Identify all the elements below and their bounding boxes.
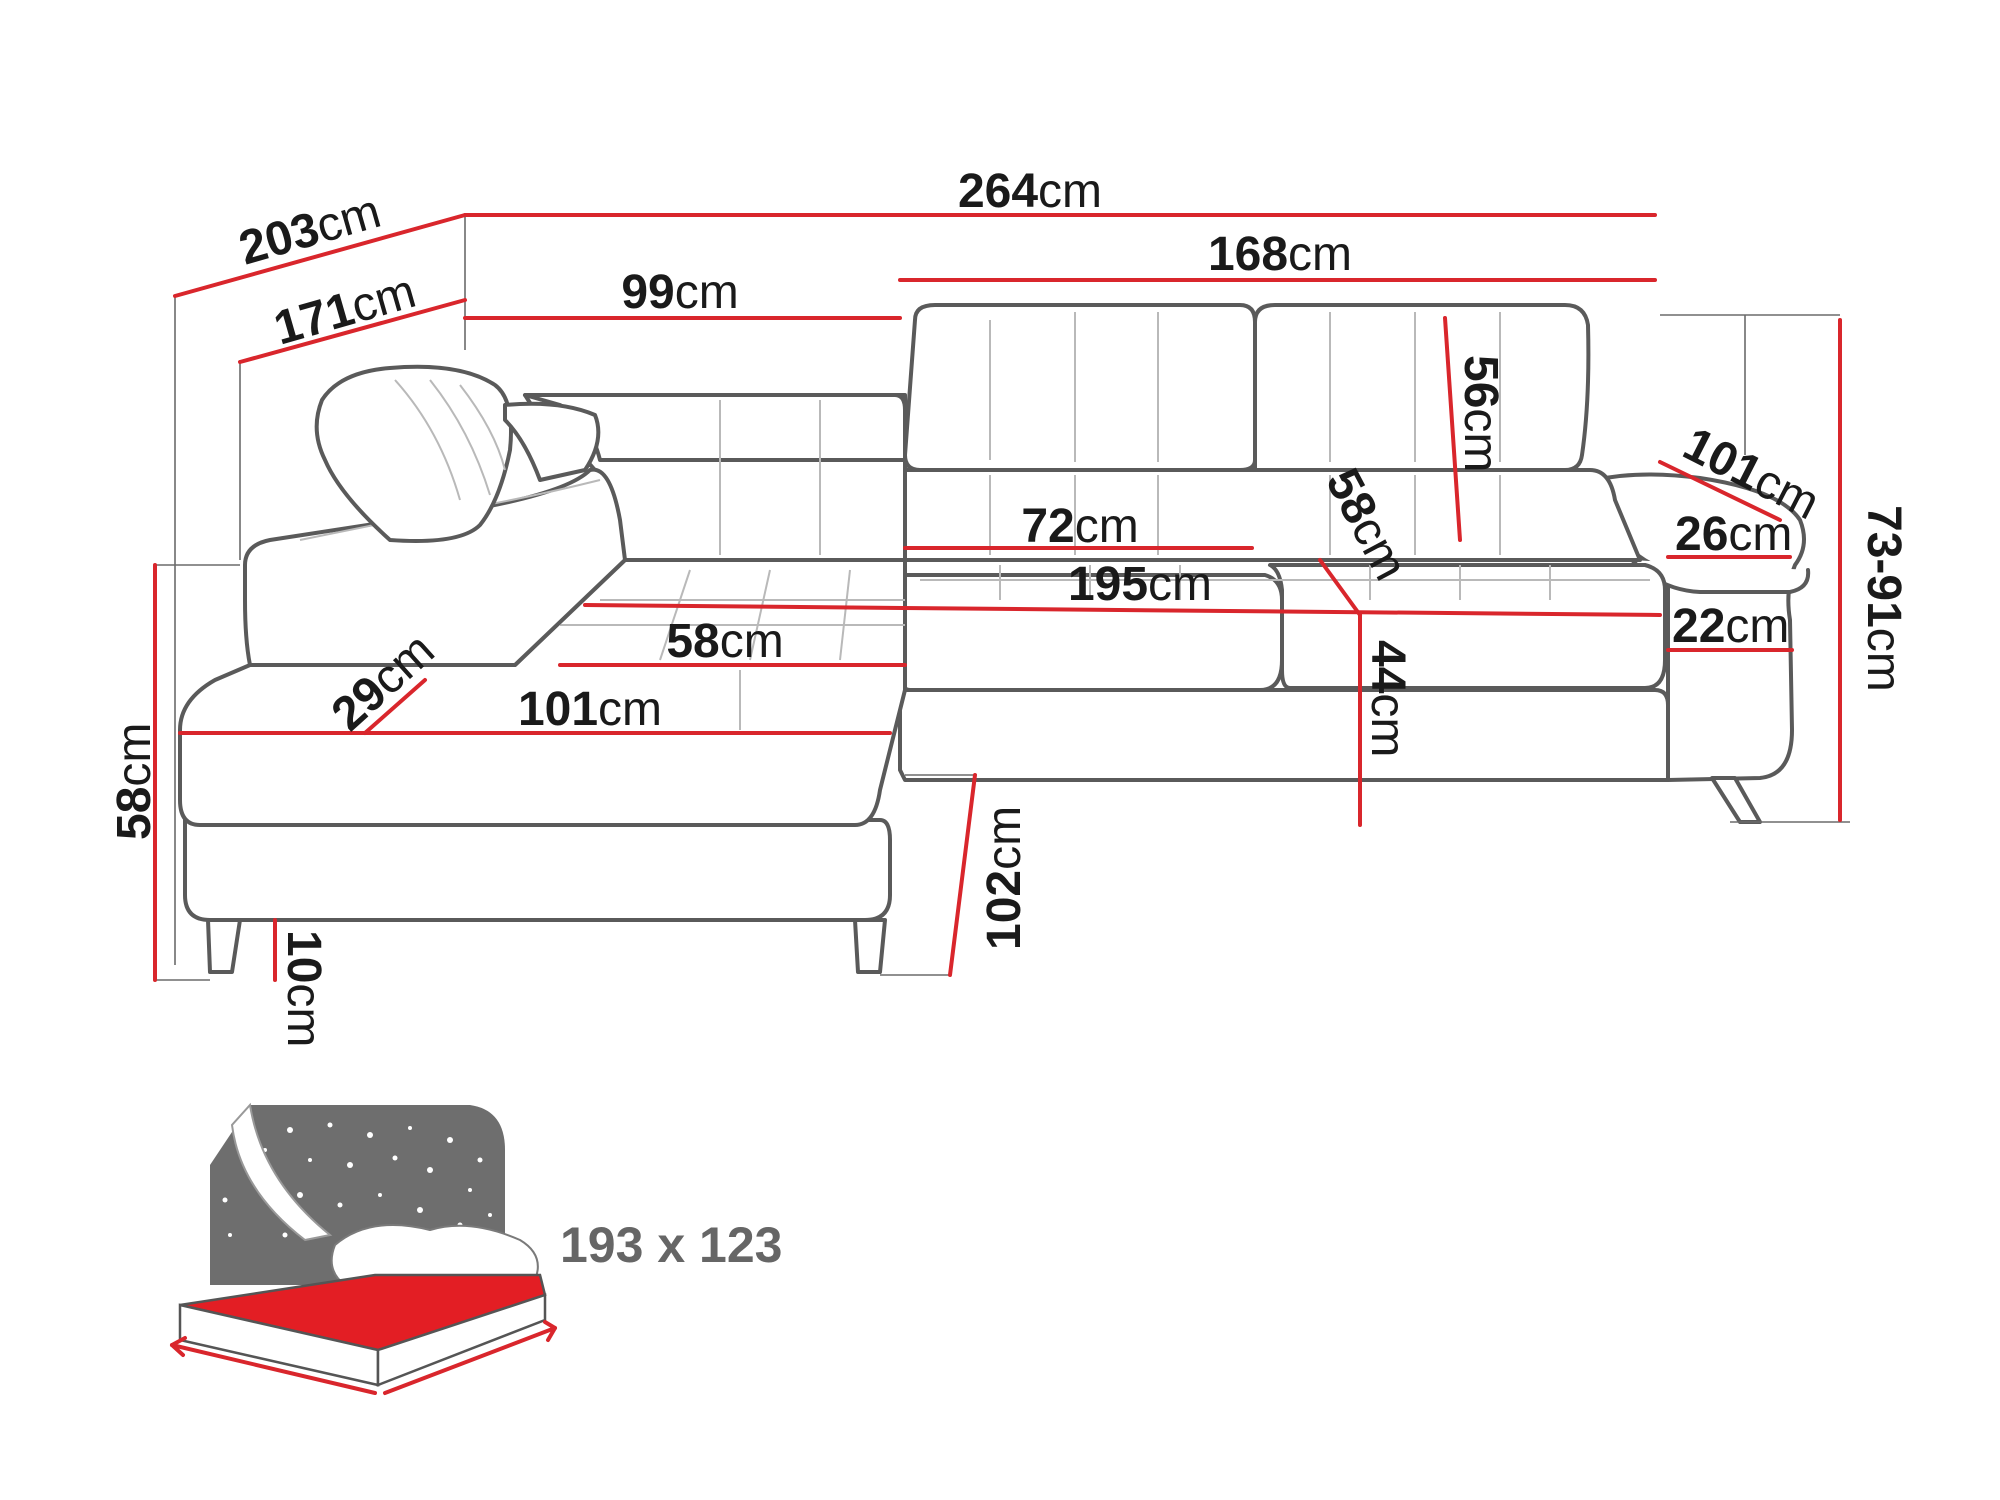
label-backrest-width: 72cm: [1021, 500, 1138, 553]
label-seat-height: 44cm: [1361, 640, 1414, 757]
bed-blanket-curve: [230, 1102, 333, 1242]
label-headrest-height: 56cm: [1454, 355, 1507, 472]
headrest-right-1: [903, 303, 1257, 472]
dim-line-headrest-height: [1443, 316, 1462, 542]
label-leg-height: 10cm: [277, 930, 330, 1047]
label-chaise-front: 102cm: [978, 806, 1031, 950]
chaise-seat: [178, 558, 907, 827]
label-chaise-inner: 58cm: [666, 615, 783, 668]
label-side-height: 58cm: [108, 723, 161, 840]
left-headrest: [314, 364, 513, 543]
sleeping-area-icon: 193 x 123: [170, 1102, 782, 1395]
dim-line-armrest-depth: [1658, 460, 1782, 522]
left-armrest: [243, 467, 627, 667]
dim-line-chaise-seat-depth: [238, 298, 467, 364]
left-headrest-2: [503, 401, 601, 482]
chaise-seat-seams: [560, 569, 905, 730]
leg-front-left: [206, 918, 242, 974]
dim-line-chaise-front: [948, 773, 977, 977]
bed-dim-arrow-width: [383, 1326, 557, 1395]
main-seat-cushion-right: [1268, 563, 1667, 690]
main-backrest-seams: [920, 312, 1650, 600]
dimension-lines: [153, 213, 1842, 982]
label-headrest-left: 99cm: [621, 266, 738, 319]
label-height-range: 73-91cm: [1857, 505, 1910, 692]
label-armrest-height: 22cm: [1672, 600, 1789, 653]
label-total-depth: 203cm: [233, 185, 386, 276]
dim-line-sleeping-length: [583, 603, 1662, 617]
bed-backdrop-left: [210, 1165, 240, 1285]
bed-size-label: 193 x 123: [560, 1217, 782, 1273]
bed-dim-arrow-depth: [170, 1343, 377, 1395]
dim-line-total-depth: [173, 213, 467, 298]
left-headrest-seams: [394, 379, 506, 501]
guide-lines: [155, 215, 1850, 981]
dim-line-seat-depth-diag: [1318, 558, 1362, 617]
chaise-base: [183, 818, 892, 922]
dim-line-chaise-arm: [363, 678, 427, 735]
headrest-right-2: [1253, 303, 1591, 472]
leg-right: [1710, 776, 1762, 824]
label-sleeping-length: 195cm: [1068, 558, 1212, 611]
label-headrest-right: 168cm: [1208, 228, 1352, 281]
label-total-length: 264cm: [958, 165, 1102, 218]
sofa-main-base: [898, 688, 1670, 782]
label-chaise-width: 101cm: [518, 683, 662, 736]
label-armrest-width: 26cm: [1675, 508, 1792, 561]
leg-front-middle: [853, 918, 887, 974]
bed-mattress-front: [376, 1293, 547, 1387]
label-chaise-seat-depth: 171cm: [268, 265, 421, 356]
corner-seams: [719, 400, 821, 555]
